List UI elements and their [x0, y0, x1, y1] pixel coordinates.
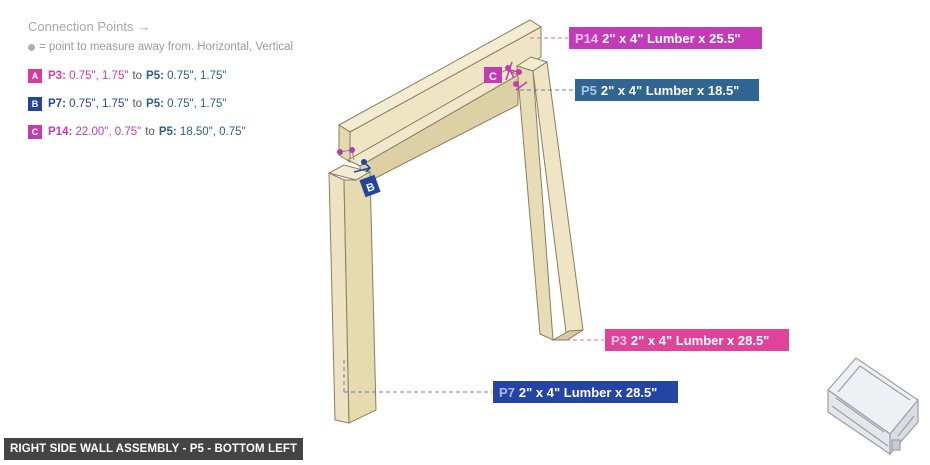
connection-c: C P14: 22.00", 0.75" to P5: 18.50", 0.75… — [28, 124, 246, 140]
legend-title: Connection Points → — [28, 17, 293, 35]
marker-c: C — [484, 67, 502, 83]
connection-from-part: P3: — [48, 70, 66, 82]
part-text: 2" x 4" Lumber x 25.5" — [602, 30, 741, 46]
board-p7 — [327, 164, 377, 424]
connection-to-word: to — [132, 70, 143, 82]
connection-badge-b: B — [28, 97, 42, 111]
connection-to-part: P5: — [146, 70, 164, 82]
part-label-p3: P3 2" x 4" Lumber x 28.5" — [605, 329, 789, 351]
part-id: P14 — [575, 30, 599, 46]
connection-point-dot — [349, 147, 355, 153]
part-label-p7: P7 2" x 4" Lumber x 28.5" — [493, 381, 678, 403]
marker-b-label: B — [365, 181, 377, 195]
connection-to-coords: 0.75", 1.75" — [167, 70, 227, 82]
connection-to-coords: 0.75", 1.75" — [167, 98, 227, 110]
connection-point-dot — [516, 69, 522, 75]
marker-c-label: C — [489, 71, 497, 83]
connection-from-part: P7: — [48, 98, 66, 110]
connection-to-coords: 18.50", 0.75" — [179, 126, 246, 138]
connection-from-coords: 0.75", 1.75" — [69, 70, 129, 82]
part-id: P5 — [581, 82, 597, 98]
connection-point-dot — [361, 159, 367, 165]
board-p5 — [346, 69, 520, 187]
connection-to-word: to — [145, 126, 155, 138]
part-id: P7 — [499, 384, 515, 400]
connection-a: A P3: 0.75", 1.75" to P5: 0.75", 1.75" — [28, 68, 226, 84]
part-text: 2" x 4" Lumber x 28.5" — [630, 332, 770, 348]
arrow-right-icon: → — [137, 18, 151, 34]
arrow-c-icon — [505, 61, 519, 81]
part-id: P3 — [611, 332, 627, 348]
part-label-p14: P14 2" x 4" Lumber x 25.5" — [569, 27, 762, 49]
connection-from-coords: 22.00", 0.75" — [75, 126, 142, 138]
connection-badge-a: A — [28, 69, 42, 83]
cabinet-preview-icon[interactable] — [818, 352, 922, 460]
connection-to-part: P5: — [146, 98, 164, 110]
connection-point-dot — [337, 149, 343, 155]
board-p3 — [515, 56, 584, 341]
connection-b: B P7: 0.75", 1.75" to P5: 0.75", 1.75" — [28, 96, 226, 112]
part-text: 2" x 4" Lumber x 18.5" — [600, 82, 740, 98]
connection-legend: Connection Points → = point to measure a… — [28, 17, 293, 55]
connection-from-coords: 0.75", 1.75" — [69, 98, 129, 110]
connection-to-part: P5: — [158, 126, 177, 138]
marker-b: B — [359, 174, 381, 198]
connection-to-word: to — [132, 98, 143, 110]
connection-from-part: P14: — [48, 126, 73, 138]
legend-note-text: = point to measure away from. Horizontal… — [39, 41, 294, 53]
point-dot-icon — [28, 43, 35, 51]
connection-point-dot — [513, 81, 519, 87]
part-label-p5: P5 2" x 4" Lumber x 18.5" — [575, 79, 759, 101]
part-text: 2" x 4" Lumber x 28.5" — [518, 384, 658, 400]
assembly-title: RIGHT SIDE WALL ASSEMBLY - P5 - BOTTOM L… — [4, 438, 304, 460]
legend-note: = point to measure away from. Horizontal… — [28, 39, 293, 55]
arrow-b-icon — [353, 163, 372, 173]
legend-title-text: Connection Points — [28, 18, 134, 34]
connection-badge-c: C — [28, 125, 42, 139]
